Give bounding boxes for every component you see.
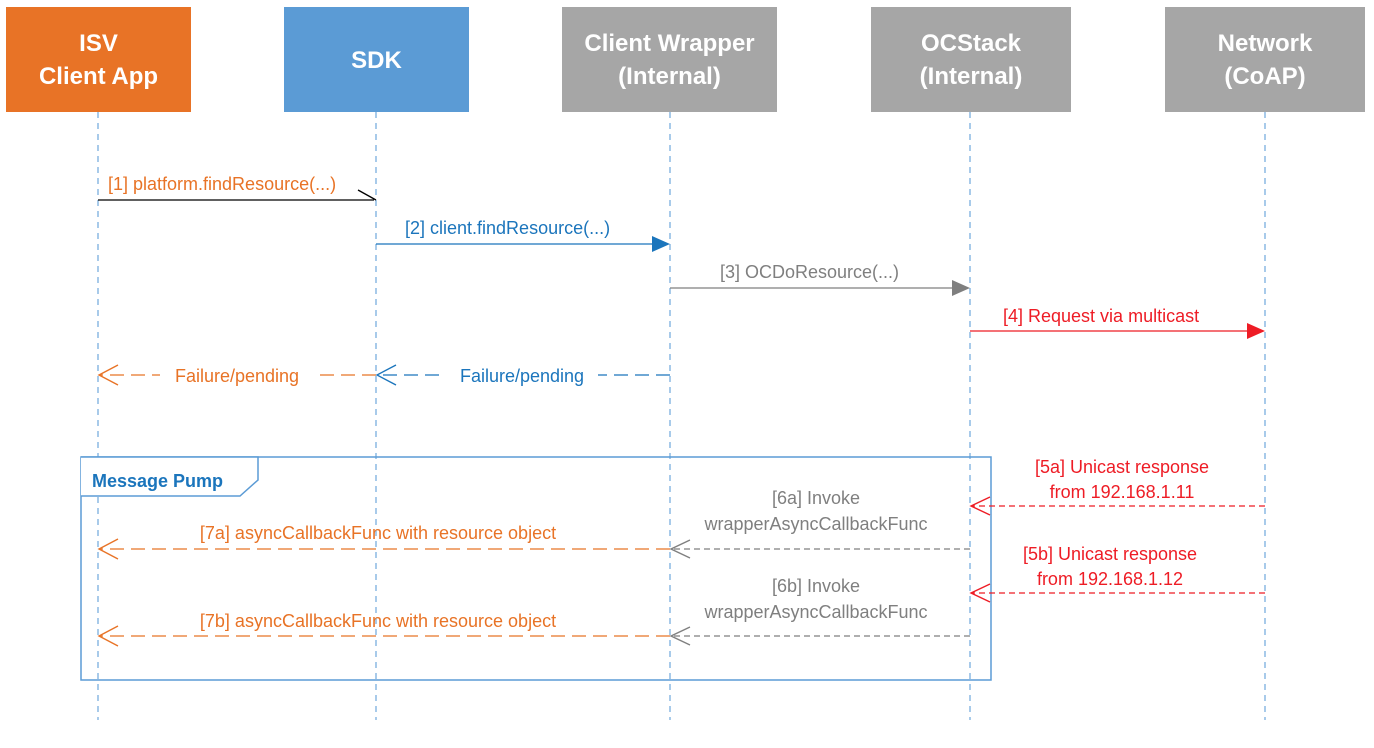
participant-box-ocstack [871,7,1071,112]
message-2: [2] client.findResource(...) [376,218,670,252]
message-5b-arrowhead [969,583,991,603]
participant-box-network [1165,7,1365,112]
participant-isv-line2: Client App [39,63,158,90]
message-6b: [6b] Invoke wrapperAsyncCallbackFunc [669,576,970,646]
message-7b-arrowhead [97,625,119,647]
participant-sdk-line1: SDK [351,47,402,74]
message-5a-label-line2: from 192.168.1.11 [1050,482,1195,502]
message-1: [1] platform.findResource(...) [98,174,377,201]
message-6a-label-line1: [6a] Invoke [772,488,860,508]
return-failure-sdk-arrowhead [375,364,397,386]
message-2-arrowhead [652,236,670,252]
message-3: [3] OCDoResource(...) [670,262,970,296]
message-4-arrowhead [1247,323,1265,339]
participant-wrapper: Client Wrapper (Internal) [562,7,777,112]
message-4: [4] Request via multicast [970,306,1265,339]
return-failure-isv-label: Failure/pending [175,366,299,386]
participant-network: Network (CoAP) [1165,7,1365,112]
return-failure-sdk-label-bg [446,362,598,386]
participant-wrapper-line1: Client Wrapper [584,30,754,57]
participant-ocstack: OCStack (Internal) [871,7,1071,112]
message-1-label: [1] platform.findResource(...) [108,174,336,194]
return-failure-sdk-label: Failure/pending [460,366,584,386]
message-5a-label-line1: [5a] Unicast response [1035,457,1209,477]
participant-box-isv [6,7,191,112]
message-6b-arrowhead [669,626,691,646]
participant-ocstack-line2: (Internal) [920,63,1023,90]
participant-network-line2: (CoAP) [1224,63,1305,90]
message-pump-label: Message Pump [92,471,223,491]
message-7a: [7a] asyncCallbackFunc with resource obj… [97,523,670,560]
message-7b-label: [7b] asyncCallbackFunc with resource obj… [200,611,556,631]
message-5b-label-line1: [5b] Unicast response [1023,544,1197,564]
message-pump-tab [81,456,259,497]
message-5a: [5a] Unicast response from 192.168.1.11 [969,457,1265,516]
message-pump-box [80,456,992,681]
participant-isv: ISV Client App [6,7,191,112]
message-7a-arrowhead [97,538,119,560]
return-failure-isv: Failure/pending [97,362,376,386]
message-7b: [7b] asyncCallbackFunc with resource obj… [97,611,670,647]
message-6b-label-line1: [6b] Invoke [772,576,860,596]
message-6b-label-line2: wrapperAsyncCallbackFunc [703,602,927,622]
participant-ocstack-line1: OCStack [921,30,1022,57]
participant-isv-line1: ISV [79,30,118,57]
participant-network-line1: Network [1218,30,1313,57]
message-7a-label: [7a] asyncCallbackFunc with resource obj… [200,523,556,543]
participant-wrapper-line2: (Internal) [618,63,721,90]
message-3-label: [3] OCDoResource(...) [720,262,899,282]
participant-box-wrapper [562,7,777,112]
message-4-label: [4] Request via multicast [1003,306,1199,326]
message-5b-label-line2: from 192.168.1.12 [1037,569,1183,589]
message-pump-frame: Message Pump [80,456,992,681]
lifelines [97,112,1266,720]
message-2-label: [2] client.findResource(...) [405,218,610,238]
message-5b: [5b] Unicast response from 192.168.1.12 [969,544,1265,603]
message-6a-arrowhead [669,539,691,559]
message-6a-label-line2: wrapperAsyncCallbackFunc [703,514,927,534]
participant-box-sdk [284,7,469,112]
message-1-arrowhead [357,189,377,201]
message-5a-arrowhead [969,496,991,516]
return-failure-sdk: Failure/pending [375,362,670,386]
message-3-arrowhead [952,280,970,296]
return-failure-isv-label-bg [160,362,314,386]
return-failure-isv-arrowhead [97,364,119,386]
message-6a: [6a] Invoke wrapperAsyncCallbackFunc [669,488,970,559]
participant-sdk: SDK [284,7,469,112]
